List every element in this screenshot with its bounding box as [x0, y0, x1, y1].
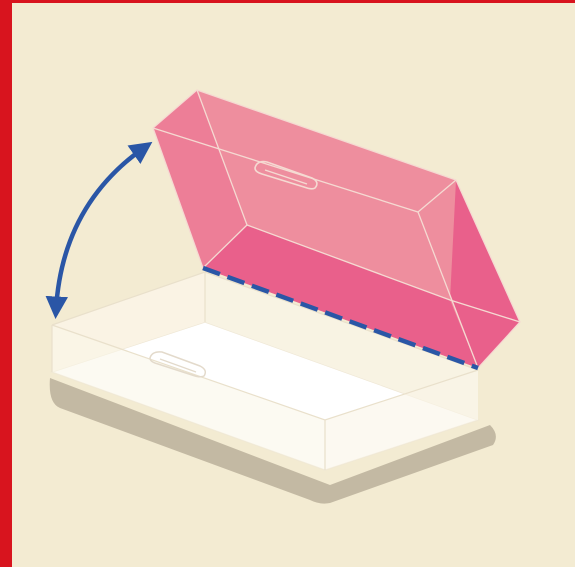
- tray-right-back-wall: [205, 272, 478, 420]
- hinge-dashed-line: [202, 265, 479, 371]
- tray-latch-slot: [149, 351, 207, 378]
- tray-front-wall: [52, 325, 325, 470]
- lid-hinge-wall: [203, 225, 478, 368]
- lid-edges: [152, 89, 521, 369]
- tray-shadow: [49, 378, 496, 504]
- curved-double-arrow-icon: [45, 141, 153, 319]
- box-diagram-svg: [12, 3, 575, 567]
- box-opening-illustration: [12, 3, 575, 567]
- tray-right-wall: [325, 370, 478, 470]
- lid-latch: [254, 160, 318, 190]
- lid-left-wall: [153, 90, 247, 268]
- lid-floor: [197, 90, 456, 300]
